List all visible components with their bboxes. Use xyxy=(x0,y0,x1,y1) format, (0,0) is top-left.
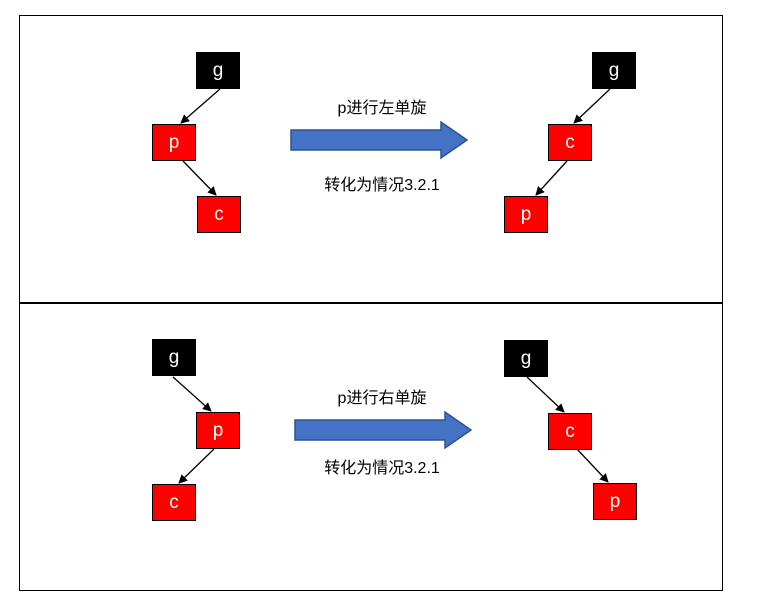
tree-node-g: g xyxy=(152,339,196,376)
panel-left-single-rotation xyxy=(19,15,723,303)
rotation-caption: p进行左单旋 xyxy=(337,100,427,117)
result-caption: 转化为情况3.2.1 xyxy=(324,177,440,194)
tree-node-c: c xyxy=(548,124,592,161)
tree-node-p: p xyxy=(593,483,637,520)
tree-node-c: c xyxy=(197,196,241,233)
tree-node-g: g xyxy=(504,340,548,377)
tree-node-c: c xyxy=(548,413,592,450)
tree-node-p: p xyxy=(152,124,196,161)
result-caption: 转化为情况3.2.1 xyxy=(324,460,440,477)
panel-right-single-rotation xyxy=(19,303,723,591)
tree-node-p: p xyxy=(196,412,240,449)
tree-node-g: g xyxy=(592,52,636,89)
tree-node-g: g xyxy=(196,52,240,89)
tree-node-p: p xyxy=(504,196,548,233)
rotation-caption: p进行右单旋 xyxy=(337,390,427,407)
tree-node-c: c xyxy=(152,484,196,521)
